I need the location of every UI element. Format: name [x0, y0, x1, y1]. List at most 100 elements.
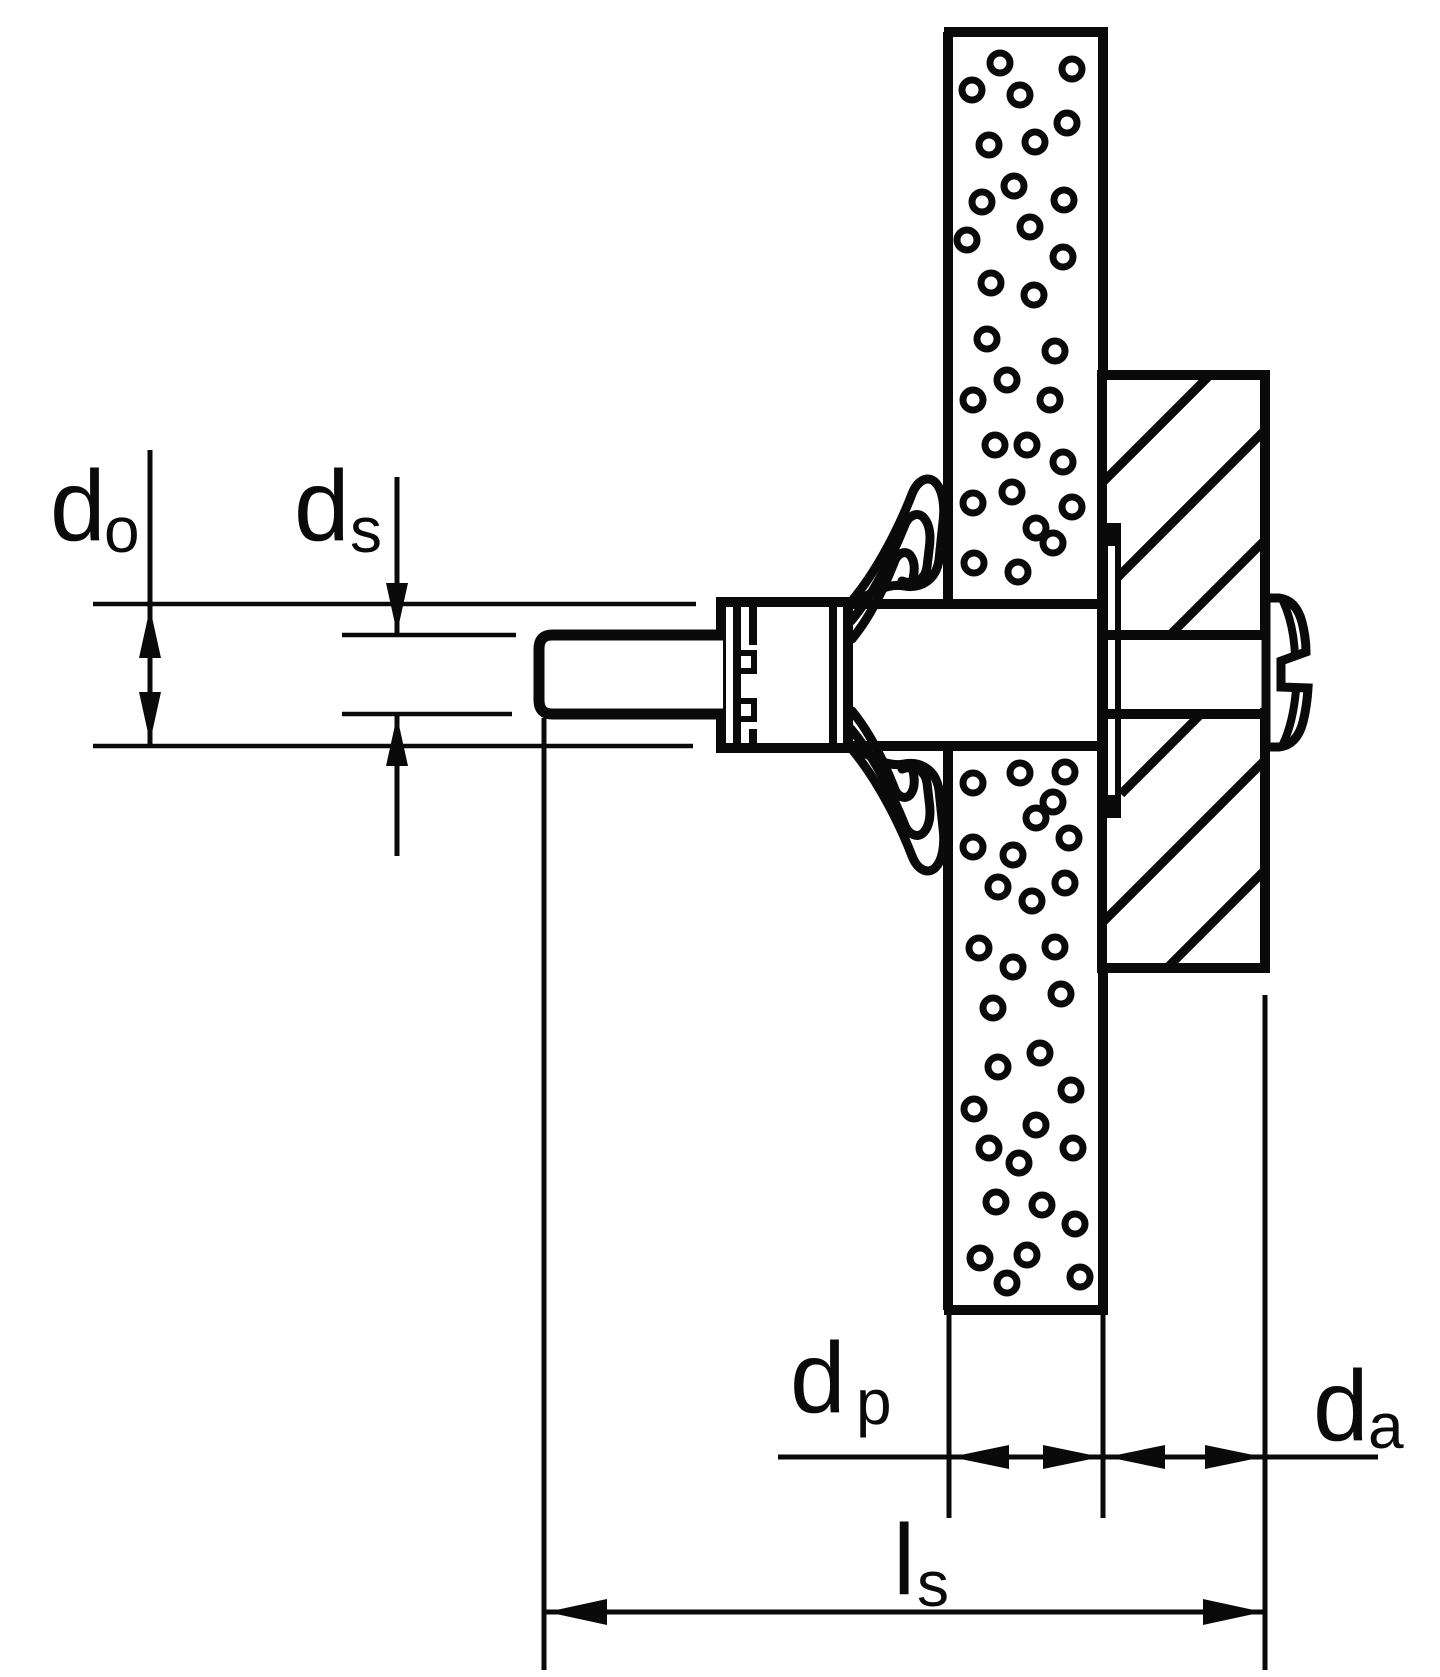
board-dot — [968, 188, 996, 216]
label-d-o: d — [50, 450, 106, 562]
board-dot — [1047, 980, 1075, 1008]
board-dot — [984, 873, 1012, 901]
board-dot — [966, 1244, 994, 1272]
collar-slot-block — [735, 650, 757, 674]
board-dot — [1022, 804, 1050, 832]
board-stipple-upper — [953, 49, 1086, 586]
board-dot — [1066, 1263, 1094, 1291]
flange-top-tab — [1101, 523, 1121, 546]
arrowhead-left — [951, 1445, 1009, 1469]
label-l-s-sub: s — [917, 1548, 949, 1620]
screw — [533, 593, 1313, 752]
board-dot — [998, 478, 1026, 506]
wing-strip — [847, 548, 919, 644]
hatch-line — [1168, 537, 1268, 637]
board-dot — [1049, 448, 1077, 476]
flange-bottom-tab — [1101, 795, 1121, 818]
arrowhead-left — [547, 1599, 607, 1625]
board-dot — [1039, 788, 1067, 816]
arrowhead-left — [1107, 1445, 1165, 1469]
board-dot — [959, 769, 987, 797]
label-d-p-sub: p — [856, 1366, 892, 1438]
board-dot — [1013, 431, 1041, 459]
anchor-collar — [716, 597, 853, 753]
board-dot — [1022, 1111, 1050, 1139]
label-d-s-sub: s — [350, 494, 382, 566]
board-dot — [959, 489, 987, 517]
board-dot — [1055, 824, 1083, 852]
arrowhead-right — [1203, 1599, 1263, 1625]
hatch-line — [1100, 371, 1214, 485]
board-dot — [1016, 213, 1044, 241]
arrowhead-up — [386, 716, 408, 766]
board-dot — [975, 131, 1003, 159]
board-dot — [986, 49, 1014, 77]
board-dot — [1021, 128, 1049, 156]
hatch-line — [1100, 757, 1268, 925]
board-dot — [982, 1188, 1010, 1216]
board-dot — [1057, 1076, 1085, 1104]
arrowhead-right — [1205, 1445, 1263, 1469]
screw-head-dome-line — [1279, 599, 1299, 658]
wing-strip — [846, 510, 935, 626]
board-dot — [1013, 1241, 1041, 1269]
board-dot — [1041, 337, 1069, 365]
board-dot — [1061, 1210, 1089, 1238]
screw-channel — [1106, 640, 1262, 708]
board-dot — [1053, 109, 1081, 137]
anchor-wing-upper — [845, 474, 949, 644]
fixture-block — [1097, 370, 1270, 973]
label-d-a-sub: a — [1368, 1390, 1404, 1462]
board-dot — [981, 431, 1009, 459]
board-dot — [1026, 1039, 1054, 1067]
wing-strip — [847, 706, 919, 802]
board-dot — [1005, 1149, 1033, 1177]
board-dot — [1006, 81, 1034, 109]
wall-board — [848, 27, 1108, 1315]
label-d-o-sub: o — [104, 494, 140, 566]
collar-slot-block — [735, 698, 757, 722]
board-dot — [959, 386, 987, 414]
board-dot — [1000, 172, 1028, 200]
collar-slot-gap — [748, 645, 759, 729]
dimension-panel-and-fixture-thickness: d p d a — [778, 1312, 1404, 1518]
label-l-s: l — [893, 1504, 915, 1616]
board-dot — [1039, 529, 1067, 557]
label-d-a: d — [1313, 1350, 1369, 1462]
screw-head-dome-line — [1279, 689, 1300, 746]
arrowhead-right — [1043, 1445, 1101, 1469]
hatch-line — [1117, 710, 1205, 798]
board-dot — [984, 1053, 1012, 1081]
arrowhead-down — [139, 692, 161, 742]
dimension-screw-diameter: d s — [294, 450, 516, 856]
board-dot — [1022, 514, 1050, 542]
fixture-hatching — [1100, 371, 1268, 972]
label-d-p: d — [790, 1322, 846, 1434]
screw-shank-left — [533, 629, 723, 720]
board-dot — [993, 366, 1021, 394]
board-dot — [1041, 933, 1069, 961]
board-dot — [1020, 281, 1048, 309]
board-dot — [979, 994, 1007, 1022]
board-dot — [993, 1269, 1021, 1297]
board-dot — [960, 549, 988, 577]
board-dot — [1028, 1191, 1056, 1219]
board-dot — [1051, 758, 1079, 786]
arrowhead-up — [139, 608, 161, 658]
board-dot — [1018, 887, 1046, 915]
board-dot — [999, 953, 1027, 981]
board-dot — [1059, 1134, 1087, 1162]
board-dot — [1058, 55, 1086, 83]
screw-head — [1261, 593, 1313, 752]
board-dot — [975, 1134, 1003, 1162]
collar-outline — [716, 597, 853, 753]
board-stipple-lower — [959, 758, 1094, 1297]
dimension-screw-length: l s — [541, 718, 1268, 1670]
label-d-s: d — [294, 450, 350, 562]
board-dot — [1036, 386, 1064, 414]
board-dot — [958, 76, 986, 104]
board-dot — [959, 833, 987, 861]
anchor-wing-lower — [845, 706, 949, 876]
